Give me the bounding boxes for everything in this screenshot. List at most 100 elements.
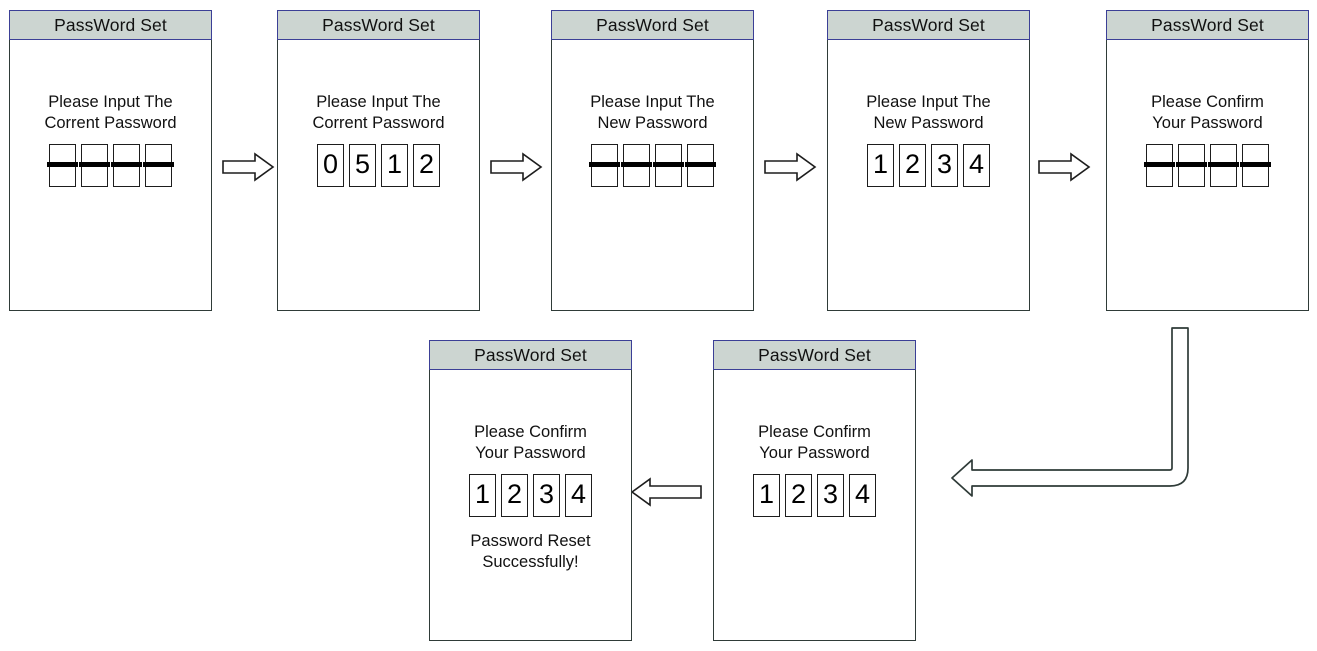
panel-body: Please Confirm Your Password 1 2 3 4 [714,370,915,640]
password-digit-row[interactable] [1144,144,1271,188]
arrow-right-glyph [490,152,543,182]
digit-cell[interactable]: 1 [381,144,408,188]
digit-cell[interactable]: 5 [349,144,376,188]
panel-body: Please Confirm Your Password [1107,40,1308,310]
arrow-right-glyph [1038,152,1091,182]
arrow-left-icon-1 [620,477,702,507]
digit-value: 1 [872,149,889,180]
panel-body: Please Input The New Password 1 2 3 4 [828,40,1029,310]
panel-titlebar: PassWord Set [827,10,1030,41]
digit-value: 2 [418,149,435,180]
digit-cell[interactable]: 3 [931,144,958,188]
panel-titlebar: PassWord Set [9,10,212,41]
panel-title-text: PassWord Set [474,344,587,365]
arrow-right-icon-4 [1038,152,1091,182]
panel-titlebar: PassWord Set [277,10,480,41]
digit-cell[interactable]: 4 [565,474,592,518]
digit-cell[interactable] [111,144,142,188]
digit-cell[interactable]: 4 [963,144,990,188]
password-digit-row[interactable]: 1 2 3 4 [867,144,990,188]
arrow-right-glyph [764,152,817,182]
prompt-text: Please Confirm Your Password [758,423,871,463]
password-digit-row[interactable] [47,144,174,188]
dash-placeholder-icon [111,162,142,167]
digit-cell[interactable]: 3 [817,474,844,518]
panel-body: Please Input The New Password [552,40,753,310]
panel-title-text: PassWord Set [872,14,985,35]
dash-placeholder-icon [79,162,110,167]
dash-placeholder-icon [621,162,652,167]
dash-placeholder-icon [1176,162,1207,167]
digit-cell[interactable] [1176,144,1207,188]
digit-value: 3 [538,479,555,510]
digit-value: 3 [822,479,839,510]
dash-placeholder-icon [685,162,716,167]
panel-title-text: PassWord Set [596,14,709,35]
digit-value: 4 [854,479,871,510]
digit-cell[interactable] [1144,144,1175,188]
panel-titlebar: PassWord Set [429,340,632,371]
digit-value: 0 [322,149,339,180]
digit-value: 1 [474,479,491,510]
digit-cell[interactable]: 1 [753,474,780,518]
digit-cell[interactable] [143,144,174,188]
dash-placeholder-icon [1240,162,1271,167]
panel-title-text: PassWord Set [54,14,167,35]
password-digit-row[interactable]: 0 5 1 2 [317,144,440,188]
digit-cell[interactable]: 4 [849,474,876,518]
prompt-text: Please Confirm Your Password [1151,93,1264,133]
digit-cell[interactable] [653,144,684,188]
panel-titlebar: PassWord Set [551,10,754,41]
digit-cell[interactable] [589,144,620,188]
digit-cell[interactable]: 1 [469,474,496,518]
prompt-text: Please Confirm Your Password [474,423,587,463]
screen-panel-4: PassWord Set Please Input The New Passwo… [827,10,1030,311]
digit-value: 3 [936,149,953,180]
digit-cell[interactable]: 2 [785,474,812,518]
digit-cell[interactable] [1208,144,1239,188]
password-digit-row[interactable] [589,144,716,188]
arrow-elbow-glyph [951,327,1189,497]
digit-cell[interactable] [621,144,652,188]
screen-panel-6: PassWord Set Please Confirm Your Passwor… [713,340,916,641]
panel-title-text: PassWord Set [322,14,435,35]
digit-cell[interactable]: 2 [899,144,926,188]
digit-cell[interactable]: 2 [501,474,528,518]
dash-placeholder-icon [143,162,174,167]
digit-value: 1 [758,479,775,510]
digit-value: 5 [354,149,371,180]
password-digit-row[interactable]: 1 2 3 4 [753,474,876,518]
arrow-left-glyph [630,477,702,507]
digit-cell[interactable] [79,144,110,188]
digit-cell[interactable]: 2 [413,144,440,188]
digit-value: 2 [904,149,921,180]
arrow-elbow-down-left-icon [940,320,1230,510]
digit-value: 4 [570,479,587,510]
digit-cell[interactable]: 1 [867,144,894,188]
dash-placeholder-icon [589,162,620,167]
panel-body: Please Confirm Your Password 1 2 3 4 Pas… [430,370,631,640]
panel-titlebar: PassWord Set [713,340,916,371]
panel-titlebar: PassWord Set [1106,10,1309,41]
dash-placeholder-icon [1144,162,1175,167]
dash-placeholder-icon [47,162,78,167]
digit-cell[interactable] [1240,144,1271,188]
screen-panel-7: PassWord Set Please Confirm Your Passwor… [429,340,632,641]
screen-panel-5: PassWord Set Please Confirm Your Passwor… [1106,10,1309,311]
prompt-text: Please Input The Corrent Password [44,93,177,133]
digit-cell[interactable]: 0 [317,144,344,188]
digit-cell[interactable] [47,144,78,188]
digit-value: 2 [506,479,523,510]
password-digit-row[interactable]: 1 2 3 4 [469,474,592,518]
screen-panel-1: PassWord Set Please Input The Corrent Pa… [9,10,212,311]
digit-cell[interactable] [685,144,716,188]
screen-panel-3: PassWord Set Please Input The New Passwo… [551,10,754,311]
prompt-text: Please Input The New Password [866,93,991,133]
arrow-right-icon-2 [490,152,543,182]
digit-cell[interactable]: 3 [533,474,560,518]
arrow-right-icon-1 [222,152,275,182]
dash-placeholder-icon [653,162,684,167]
panel-title-text: PassWord Set [758,344,871,365]
arrow-right-glyph [222,152,275,182]
prompt-text: Please Input The Corrent Password [312,93,445,133]
